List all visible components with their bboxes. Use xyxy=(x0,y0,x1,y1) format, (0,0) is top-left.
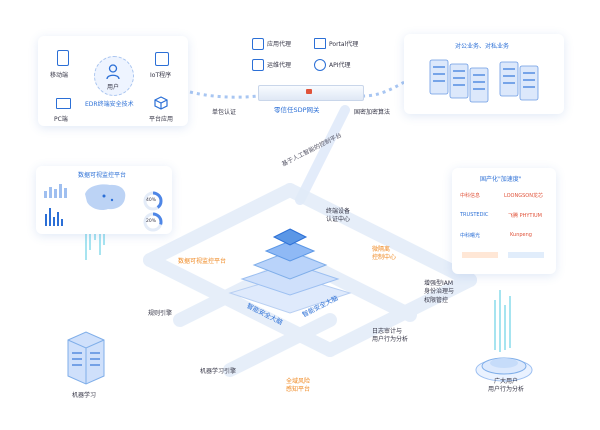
proxy-group: 应用代理 Portal代理 运维代理 API代理 xyxy=(250,34,370,74)
user-panel: 移动端 PC端 IoT程序 平台应用 用户 EDR终端安全技术 xyxy=(38,36,188,126)
mini-bar-chart xyxy=(44,184,67,198)
api-proxy-label: API代理 xyxy=(329,62,351,69)
business-panel: 对公业务、对私业务 xyxy=(404,34,564,114)
brand-5: 中科曙光 xyxy=(460,233,481,239)
brand-4: 飞腾 PHYTIUM xyxy=(508,213,542,219)
user-behavior-platform xyxy=(475,357,533,382)
domestic-card: 国产化"加速度" 中科信息 LOONGSON龙芯 TRUSTEDIC 飞腾 PH… xyxy=(452,168,556,274)
app-proxy-label: 应用代理 xyxy=(267,41,292,48)
ml-label: 机器学习 xyxy=(72,392,97,399)
ops-proxy-icon xyxy=(252,59,264,71)
brand-3: TRUSTEDIC xyxy=(460,212,489,218)
iam-label: 增强型IAM 身份治理与 权限管控 xyxy=(424,280,455,304)
single-packet-auth-label: 单包认证 xyxy=(212,109,237,116)
mini-donut-1 xyxy=(143,191,163,211)
terminal-auth-label: 终端设备 认证中心 xyxy=(326,208,351,224)
brand-2: LOONGSON龙芯 xyxy=(504,193,543,199)
brand-8 xyxy=(508,252,544,258)
donut-pct-2: 20% xyxy=(146,219,157,224)
microisolation-label: 微隔离 控制中心 xyxy=(372,246,397,262)
iot-icon xyxy=(155,52,169,66)
mobile-label: 移动端 xyxy=(50,72,69,79)
mini-donut-2 xyxy=(143,212,163,232)
visual-card-title: 数据可视监控平台 xyxy=(78,172,127,179)
brand-1: 中科信息 xyxy=(460,193,481,199)
server-rack-icon xyxy=(429,59,539,103)
iot-label: IoT程序 xyxy=(150,72,172,79)
brand-7 xyxy=(462,252,498,258)
rule-engine-label: 规则引擎 xyxy=(148,310,173,317)
domestic-title: 国产化"加速度" xyxy=(480,176,522,183)
mobile-icon xyxy=(57,50,69,66)
user-label: 用户 xyxy=(107,84,120,91)
risk-platform-label: 全域风险 感知平台 xyxy=(286,378,311,394)
gateway-led xyxy=(306,89,312,94)
security-brain-stack xyxy=(228,228,352,314)
visual-monitor-card: 数据可视监控平台 40% 20% xyxy=(36,166,172,234)
gateway-title: 零信任SDP网关 xyxy=(274,106,320,114)
ops-proxy-label: 运维代理 xyxy=(267,62,292,69)
ml-tower xyxy=(67,331,105,385)
portal-proxy-label: Portal代理 xyxy=(329,41,359,48)
cube-icon xyxy=(154,96,168,110)
map-shape xyxy=(85,184,126,211)
business-label: 对公业务、对私业务 xyxy=(455,43,510,50)
pc-icon xyxy=(56,98,71,109)
pc-label: PC端 xyxy=(54,116,68,123)
brand-6: Kunpeng xyxy=(510,232,532,238)
platform-label: 平台应用 xyxy=(149,116,174,123)
donut-pct-1: 40% xyxy=(146,198,157,203)
data-visual-label: 数据可视监控平台 xyxy=(178,258,227,265)
api-proxy-icon xyxy=(314,59,326,71)
portal-proxy-icon xyxy=(314,38,326,49)
user-icon xyxy=(106,64,120,80)
mini-line-chart xyxy=(45,208,63,226)
edr-label: EDR终端安全技术 xyxy=(85,101,134,108)
user-circle xyxy=(94,56,134,96)
log-audit-label: 日志审计与 用户行为分析 xyxy=(372,328,409,344)
sm-crypto-label: 国密加密算法 xyxy=(354,109,391,116)
ml-engine-label: 机器学习引擎 xyxy=(200,368,237,375)
bottom-right-label: 广大用户 用户行为分析 xyxy=(488,378,525,393)
app-proxy-icon xyxy=(252,38,264,50)
